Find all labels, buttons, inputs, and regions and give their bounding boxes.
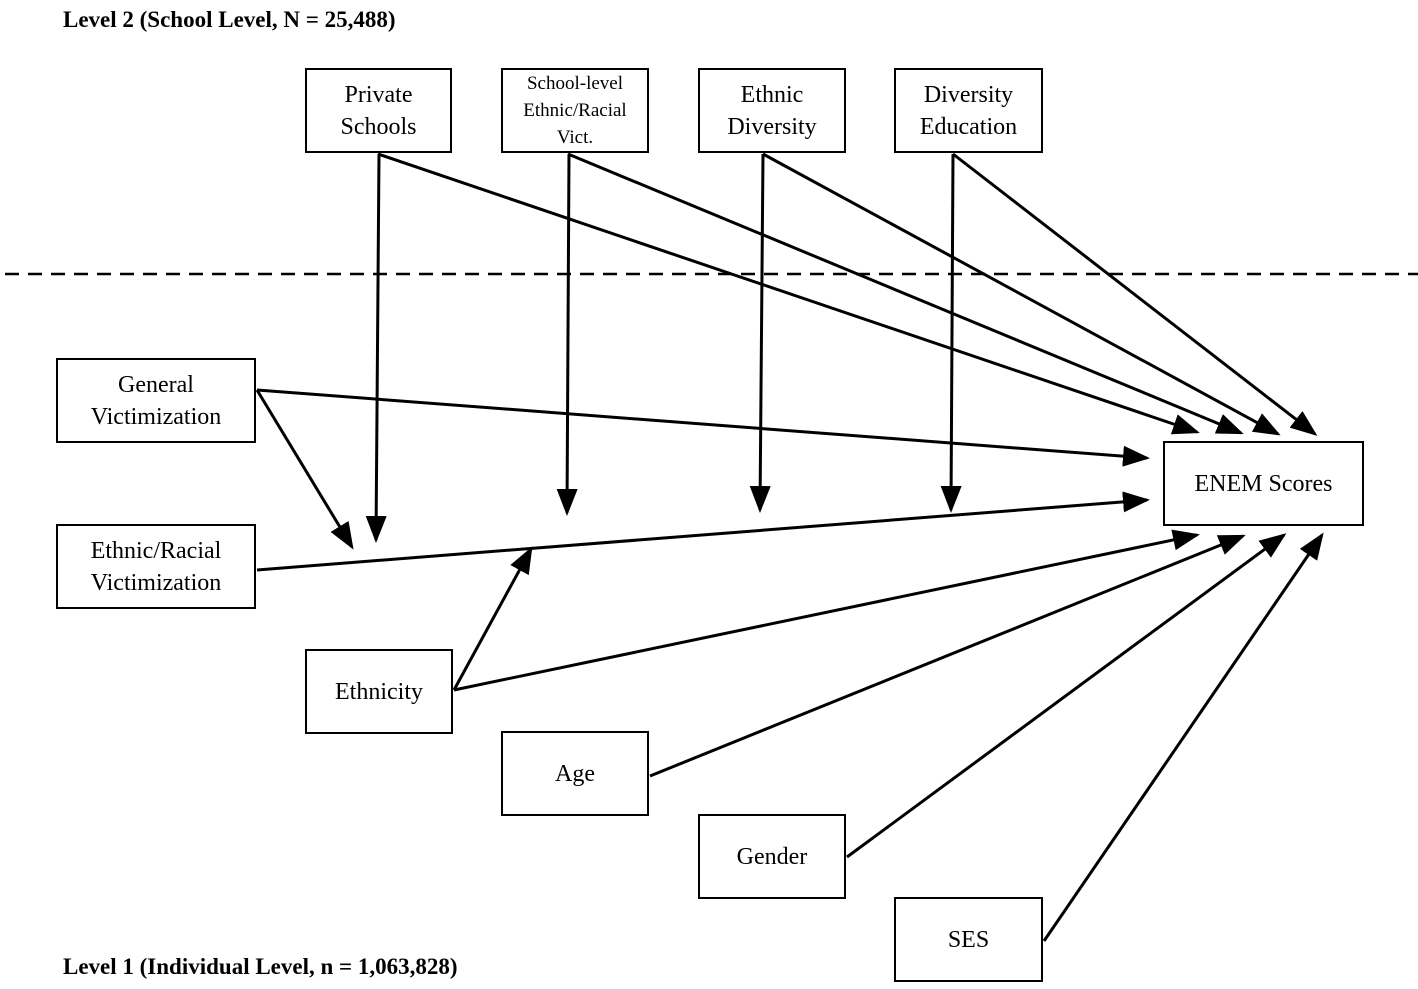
arrow-private-moderation bbox=[365, 153, 387, 543]
school-level-ethnic-racial-vict-box: School-level Ethnic/Racial Vict. bbox=[501, 68, 649, 153]
arrow-private-to-enem bbox=[377, 152, 1200, 435]
arrow-schoolvict-to-enem bbox=[567, 152, 1244, 435]
arrow-ethnicity-to-enem bbox=[453, 529, 1200, 692]
general-victimization-label: General Victimization bbox=[90, 371, 222, 430]
gender-label: Gender bbox=[736, 843, 808, 870]
age-box: Age bbox=[501, 731, 649, 816]
arrow-schoolvict-moderation bbox=[556, 153, 578, 516]
diversity-education-box: Diversity Education bbox=[894, 68, 1043, 153]
ses-label: SES bbox=[947, 926, 990, 953]
arrow-ethnicity-moderation bbox=[452, 546, 533, 691]
arrow-ethdiv-to-enem bbox=[762, 152, 1281, 436]
age-label: Age bbox=[555, 760, 595, 787]
arrow-divedu-to-enem bbox=[952, 152, 1318, 436]
arrow-age-to-enem bbox=[649, 534, 1246, 778]
arrow-ethvict-to-enem bbox=[256, 491, 1150, 572]
gender-box: Gender bbox=[698, 814, 846, 899]
enem-scores-box: ENEM Scores bbox=[1163, 441, 1364, 526]
ses-box: SES bbox=[894, 897, 1043, 982]
ethnic-diversity-box: Ethnic Diversity bbox=[698, 68, 846, 153]
enem-scores-label: ENEM Scores bbox=[1194, 470, 1333, 497]
arrow-genvict-moderation bbox=[255, 389, 354, 550]
arrow-divedu-moderation bbox=[940, 153, 962, 513]
ethnicity-label: Ethnicity bbox=[335, 678, 423, 705]
school-level-ethnic-racial-vict-label: School-level Ethnic/Racial Vict. bbox=[523, 73, 627, 148]
ethnicity-box: Ethnicity bbox=[305, 649, 453, 734]
arrow-genvict-to-enem bbox=[256, 388, 1150, 467]
private-schools-box: Private Schools bbox=[305, 68, 452, 153]
level-2-label: Level 2 (School Level, N = 25,488) bbox=[63, 7, 396, 32]
arrow-gender-to-enem bbox=[846, 533, 1287, 859]
level-1-label: Level 1 (Individual Level, n = 1,063,828… bbox=[63, 954, 458, 979]
ethnic-diversity-label: Ethnic Diversity bbox=[727, 81, 817, 140]
diversity-education-label: Diversity Education bbox=[919, 81, 1018, 140]
arrow-ses-to-enem bbox=[1042, 532, 1324, 942]
ethnic-racial-victimization-label: Ethnic/Racial Victimization bbox=[90, 537, 222, 596]
general-victimization-box: General Victimization bbox=[56, 358, 256, 443]
private-schools-label: Private Schools bbox=[340, 81, 417, 140]
arrow-ethdiv-moderation bbox=[749, 153, 771, 513]
ethnic-racial-victimization-box: Ethnic/Racial Victimization bbox=[56, 524, 256, 609]
